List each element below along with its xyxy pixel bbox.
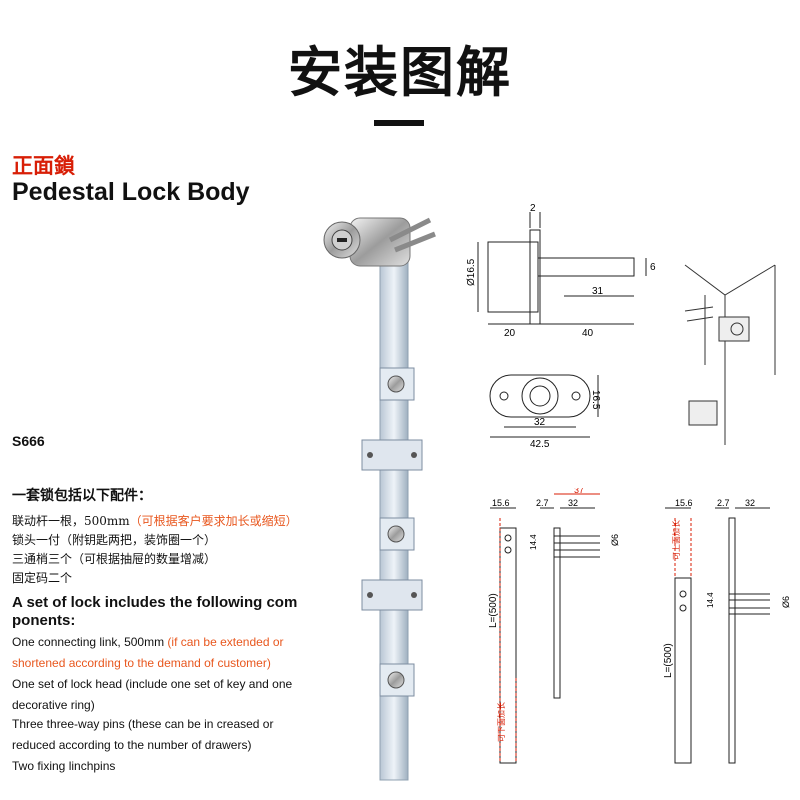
dim-label: 16.5 (590, 390, 601, 410)
three-way-pin (379, 367, 415, 401)
fixing-linchpin (361, 579, 423, 611)
parts-line-en: One connecting link, 500mm (if can be ex… (12, 632, 312, 674)
dim-label: 42.5 (530, 439, 550, 450)
parts-line-en-text: Two fixing linchpins (12, 759, 116, 773)
dim-label: 31 (592, 286, 604, 297)
parts-line-en-text: Three three-way pins (these can be in cr… (12, 717, 274, 752)
parts-heading-en: A set of lock includes the following com… (12, 594, 298, 629)
cabinet-install-drawing (684, 264, 776, 445)
dim-label: 32 (534, 417, 546, 428)
dim-label: 20 (504, 328, 516, 339)
model-number: S666 (12, 433, 45, 449)
dim-label: 2 (530, 203, 536, 214)
dim-label: Ø6 (781, 596, 791, 608)
lock-product-illustration (323, 217, 436, 781)
parts-line-cn-text: 锁头一付（附钥匙两把，装饰圈一个） (12, 533, 217, 547)
parts-line-cn-text: 固定码二个 (12, 571, 73, 585)
connecting-rod (379, 249, 409, 781)
product-title-en: Pedestal Lock Body (12, 178, 250, 206)
dim-label: L=(500) (488, 593, 499, 628)
page-title: 安装图解 (288, 41, 512, 104)
parts-line-cn: 锁头一付（附钥匙两把，装饰圈一个） (12, 531, 216, 548)
parts-line-en: Two fixing linchpins (12, 756, 312, 777)
dim-label: 14.4 (706, 592, 715, 608)
dim-label: 15.6 (492, 498, 510, 508)
product-title-cn: 正面鎖 (12, 154, 75, 178)
extend-note: 可上面加长 (671, 520, 681, 560)
parts-line-en: Three three-way pins (these can be in cr… (12, 714, 312, 756)
parts-line-cn-text: 联动杆一根，500mm (12, 514, 130, 528)
extend-note: 可下面加长 (496, 702, 506, 742)
rod-drawing-bottom-extend: 15.6 2.7 32 37 14.4 Ø6 L=(500) 可下面加长 (488, 488, 620, 764)
title-divider (374, 120, 424, 126)
parts-line-en-note: (if can be extended or shortened accordi… (12, 635, 284, 670)
parts-line-cn-note: （可根据客户要求加长或缩短） (129, 514, 298, 528)
dim-label: 2.7 (536, 498, 549, 508)
dim-label: 40 (582, 328, 594, 339)
parts-line-cn: 联动杆一根，500mm（可根据客户要求加长或缩短） (12, 512, 298, 529)
dim-label: 32 (568, 498, 578, 508)
fixing-linchpin (361, 439, 423, 471)
parts-heading-cn: 一套锁包括以下配件： (12, 488, 152, 504)
dim-label: Ø16.5 (466, 258, 477, 286)
dim-label: 6 (650, 262, 656, 273)
dim-label: L=(500) (663, 643, 674, 678)
front-view-drawing: 16.5 32 42.5 (489, 374, 601, 450)
three-way-pin (379, 517, 415, 551)
dim-label: 2.7 (717, 498, 730, 508)
lock-head (323, 217, 436, 267)
dim-label: 32 (745, 498, 755, 508)
three-way-pin (379, 663, 415, 697)
dim-label: Ø6 (610, 534, 620, 546)
parts-line-cn-text: 三通梢三个（可根据抽屉的数量增减） (12, 552, 217, 566)
rod-drawing-top-extend: 15.6 2.7 32 14.4 Ø6 L=(500) 可上面加长 (663, 498, 791, 764)
parts-line-cn: 三通梢三个（可根据抽屉的数量增减） (12, 550, 216, 567)
dim-label: 37 (574, 488, 584, 495)
dim-label: 14.4 (529, 534, 538, 550)
side-view-drawing: 2 Ø16.5 6 31 20 40 (466, 203, 656, 339)
dim-label: 15.6 (675, 498, 693, 508)
parts-line-en: One set of lock head (include one set of… (12, 674, 312, 716)
parts-line-cn: 固定码二个 (12, 569, 72, 586)
parts-line-en-text: One set of lock head (include one set of… (12, 677, 293, 712)
parts-line-en-text: One connecting link, 500mm (12, 635, 168, 649)
